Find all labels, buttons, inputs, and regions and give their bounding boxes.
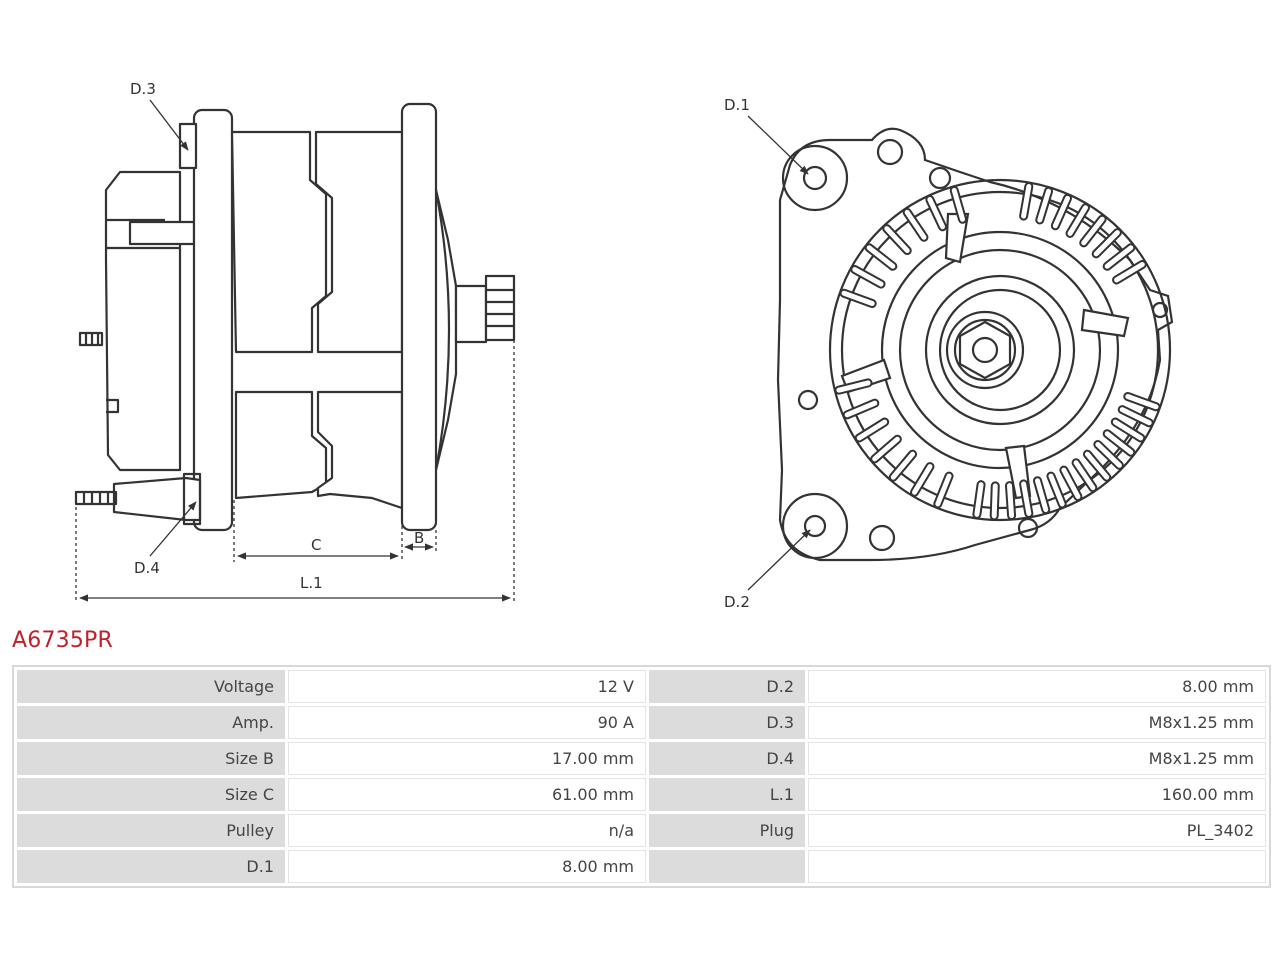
spec-label: D.1 [17, 850, 285, 883]
spec-label: Plug [649, 814, 805, 847]
cooling-slot [1093, 230, 1120, 257]
cooling-slot [890, 451, 916, 480]
spec-value: 17.00 mm [288, 742, 646, 775]
label-l1: L.1 [300, 574, 323, 592]
cooling-slot [1006, 483, 1015, 519]
label-d4: D.4 [134, 559, 160, 577]
cooling-slot [1112, 419, 1144, 441]
cooling-slot [912, 464, 933, 495]
spec-label: Voltage [17, 670, 285, 703]
label-d2: D.2 [724, 593, 750, 611]
cooling-slot [1021, 481, 1032, 516]
label-b: B [414, 529, 424, 547]
spec-value: M8x1.25 mm [808, 742, 1266, 775]
cooling-slot [935, 473, 952, 507]
technical-drawing: D.3 D.4 C B L.1 D. [74, 80, 1174, 611]
cooling-slot [852, 267, 884, 287]
cooling-slot [1081, 216, 1105, 246]
cooling-slot [844, 400, 878, 418]
cooling-slot [951, 187, 966, 222]
spec-value: n/a [288, 814, 646, 847]
cooling-slot [856, 419, 888, 441]
cooling-slot [974, 482, 984, 517]
alternator-front-view [776, 127, 1174, 562]
spec-label: L.1 [649, 778, 805, 811]
cooling-slot [866, 245, 896, 269]
spec-value: PL_3402 [808, 814, 1266, 847]
spec-label: D.3 [649, 706, 805, 739]
cooling-slot [1021, 184, 1032, 219]
cooling-slot [1073, 460, 1096, 491]
label-c: C [311, 536, 321, 554]
cooling-slot [1104, 245, 1134, 269]
cooling-slot [836, 380, 871, 393]
cooling-slot [991, 483, 998, 519]
cooling-slot [1067, 205, 1088, 236]
cooling-slot [904, 209, 927, 240]
spec-label: D.2 [649, 670, 805, 703]
cooling-slot [1084, 451, 1110, 480]
spec-label: D.4 [649, 742, 805, 775]
cooling-slot [1037, 188, 1052, 223]
spec-value: 61.00 mm [288, 778, 646, 811]
cooling-slot [1119, 407, 1152, 426]
label-d3: D.3 [130, 80, 156, 98]
cooling-slot [927, 197, 946, 230]
label-d1: D.1 [724, 96, 750, 114]
cooling-slot [1048, 473, 1065, 507]
cooling-slot [1095, 441, 1122, 468]
side-view-dimensions [75, 99, 515, 602]
spec-label: Pulley [17, 814, 285, 847]
cooling-slot [1114, 262, 1145, 283]
spec-value: 12 V [288, 670, 646, 703]
spec-label [649, 850, 805, 883]
spec-value: 90 A [288, 706, 646, 739]
spec-value: 8.00 mm [808, 670, 1266, 703]
spec-value: 160.00 mm [808, 778, 1266, 811]
alternator-side-view [74, 102, 516, 532]
spec-label: Size C [17, 778, 285, 811]
cooling-slot [1125, 394, 1159, 410]
spec-value: M8x1.25 mm [808, 706, 1266, 739]
spec-label: Size B [17, 742, 285, 775]
spec-label: Amp. [17, 706, 285, 739]
product-code: A6735PR [12, 628, 113, 653]
spec-value: 8.00 mm [288, 850, 646, 883]
cooling-slot [1061, 467, 1081, 500]
cooling-slot [884, 226, 910, 254]
cooling-slot [872, 436, 900, 462]
spec-value [808, 850, 1266, 883]
front-view-dimensions [747, 115, 811, 591]
cooling-slot [841, 290, 875, 306]
cooling-slot [1104, 431, 1134, 455]
cooling-slot [1052, 195, 1071, 229]
cooling-slot [1034, 478, 1049, 513]
